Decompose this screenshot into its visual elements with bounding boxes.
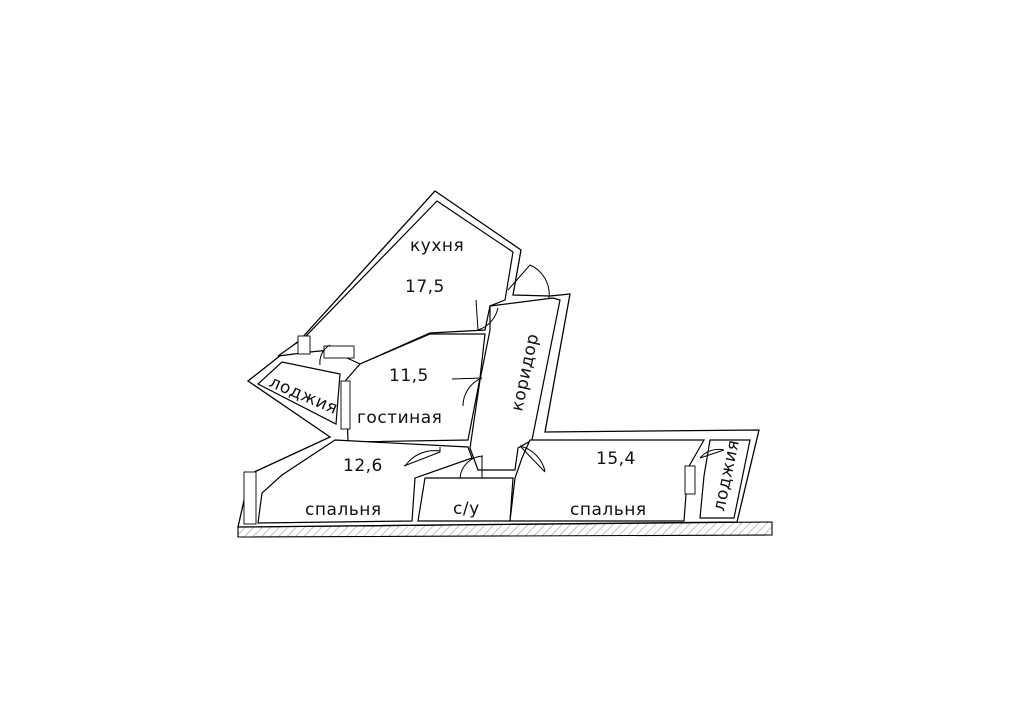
bedroom-right [509,439,706,522]
corridor [469,297,561,471]
loggia-left [256,361,341,425]
living-label: гостиная [357,408,442,428]
kitchen-label: кухня [410,236,464,256]
bathroom-label: с/у [453,499,480,519]
kitchen-area: 17,5 [405,277,445,297]
bedroom-right-label: спальня [570,500,647,520]
living-area: 11,5 [389,366,429,386]
windows [243,335,696,525]
bedroom-right-area: 15,4 [596,449,636,469]
bedroom-left-area: 12,6 [343,456,383,476]
bedroom-left-label: спальня [305,500,382,520]
doors [319,264,725,479]
loggia-right [699,439,751,519]
